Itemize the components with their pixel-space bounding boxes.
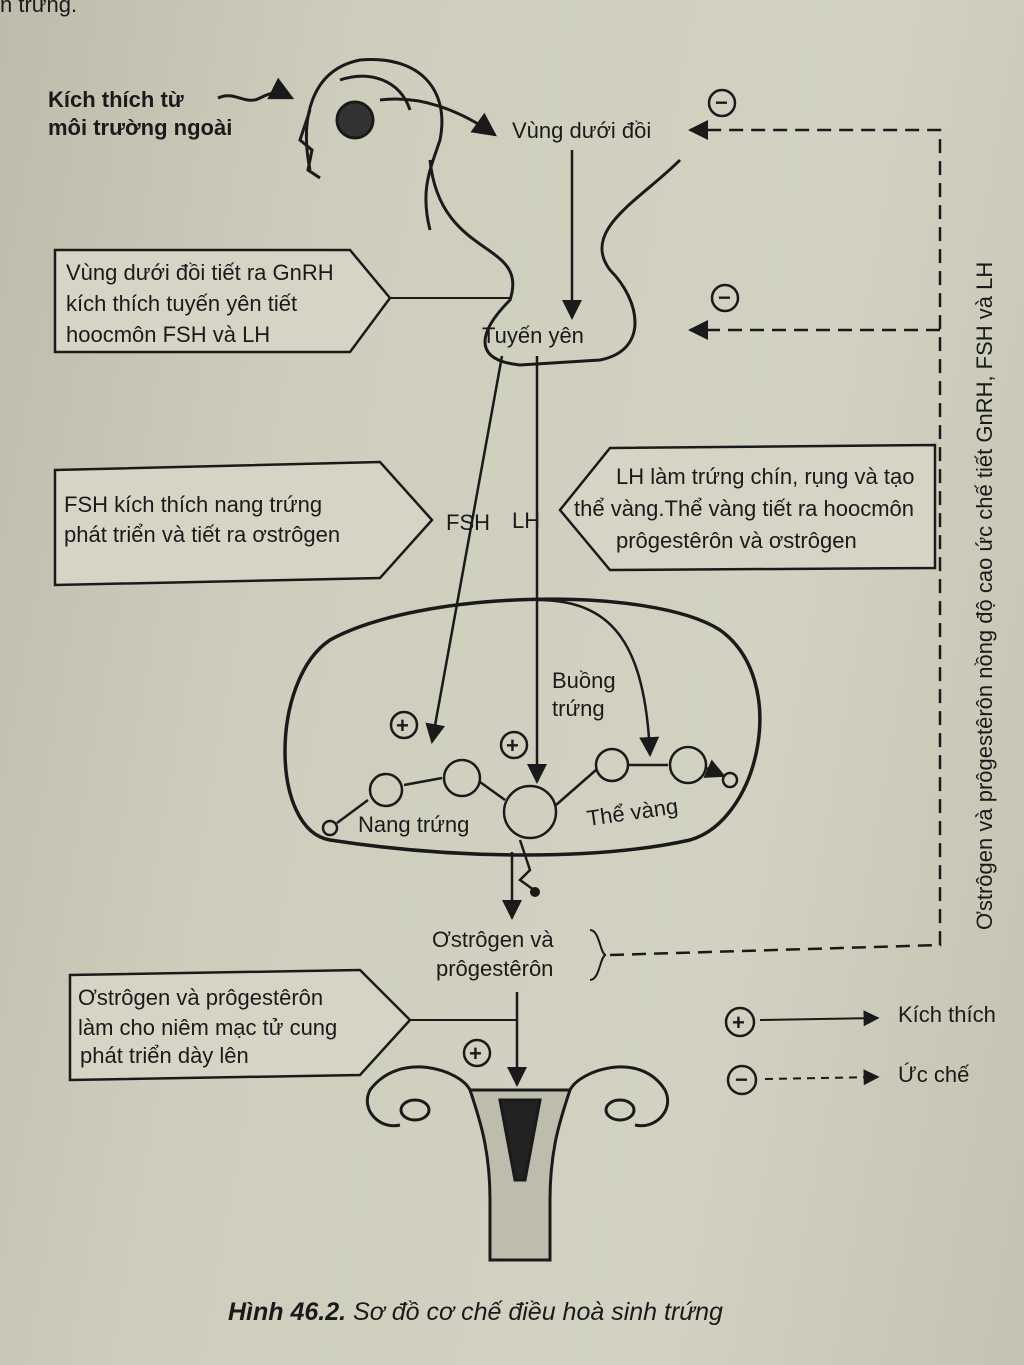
stimulus-line1: Kích thích từ [48,87,184,112]
gnrh-line2: kích thích tuyến yên tiết [66,291,297,316]
gnrh-callout [53,248,392,354]
fsh-line1: FSH kích thích nang trứng [64,492,322,517]
stimulus-line2: môi trường ngoài [48,115,232,140]
hormones-line1: Ơstrôgen và [432,927,554,952]
lh-line3: prôgestêrôn và ơstrôgen [616,528,857,553]
svg-text:−: − [718,285,731,310]
svg-text:+: + [506,733,519,758]
legend-inhibit: Ức chế [898,1062,969,1087]
feedback-label: Ơstrôgen và prôgestêrôn nồng độ cao ức c… [972,262,997,930]
gnrh-line1: Vùng dưới đồi tiết ra GnRH [66,260,334,285]
uterus-line3: phát triển dày lên [80,1043,249,1068]
lh-line1: LH làm trứng chín, rụng và tạo [616,464,914,489]
ovary-line2: trứng [552,696,605,721]
stimulus-arrow [217,77,295,102]
fsh-label: FSH [446,510,490,535]
uterus-callout [68,968,412,1082]
legend: + Kích thích − Ức chế [724,1002,996,1096]
gnrh-line3: hoocmôn FSH và LH [66,322,270,347]
hormones-line2: prôgestêrôn [436,956,553,981]
svg-text:−: − [735,1067,748,1092]
svg-text:+: + [732,1010,745,1035]
svg-text:+: + [396,713,409,738]
feedback-arrow [609,120,942,957]
ovary-line1: Buồng [552,668,616,693]
lh-callout [558,443,937,572]
svg-text:+: + [469,1041,482,1066]
follicle-stages [321,745,737,840]
figure-caption: Hình 46.2. Sơ đồ cơ chế điều hoà sinh tr… [228,1298,723,1326]
lh-line2: thể vàng.Thể vàng tiết ra hoocmôn [574,496,914,521]
svg-text:−: − [715,90,728,115]
hypothalamus-label: Vùng dưới đồi [512,118,651,143]
top-fragment: n trứng. [0,0,77,17]
pituitary-label: Tuyến yên [482,323,584,348]
lh-label: LH [512,508,540,533]
brain-arrow [379,97,497,137]
follicle-label: Nang trứng [358,812,469,837]
fsh-callout [53,460,434,587]
head-illustration [298,58,444,231]
pituitary-outline [428,158,682,367]
uterus-line2: làm cho niêm mạc tử cung [78,1015,337,1040]
uterus-illustration [365,1065,670,1262]
uterus-line1: Ơstrôgen và prôgestêrôn [78,985,323,1010]
corpus-luteum-label: Thể vàng [585,793,679,831]
ovary-outline [283,597,762,857]
stimulate-markers: + + + [389,710,529,1068]
legend-stimulate: Kích thích [898,1002,996,1027]
fsh-line2: phát triển và tiết ra ơstrôgen [64,522,340,547]
inhibit-markers: − − [707,88,740,313]
